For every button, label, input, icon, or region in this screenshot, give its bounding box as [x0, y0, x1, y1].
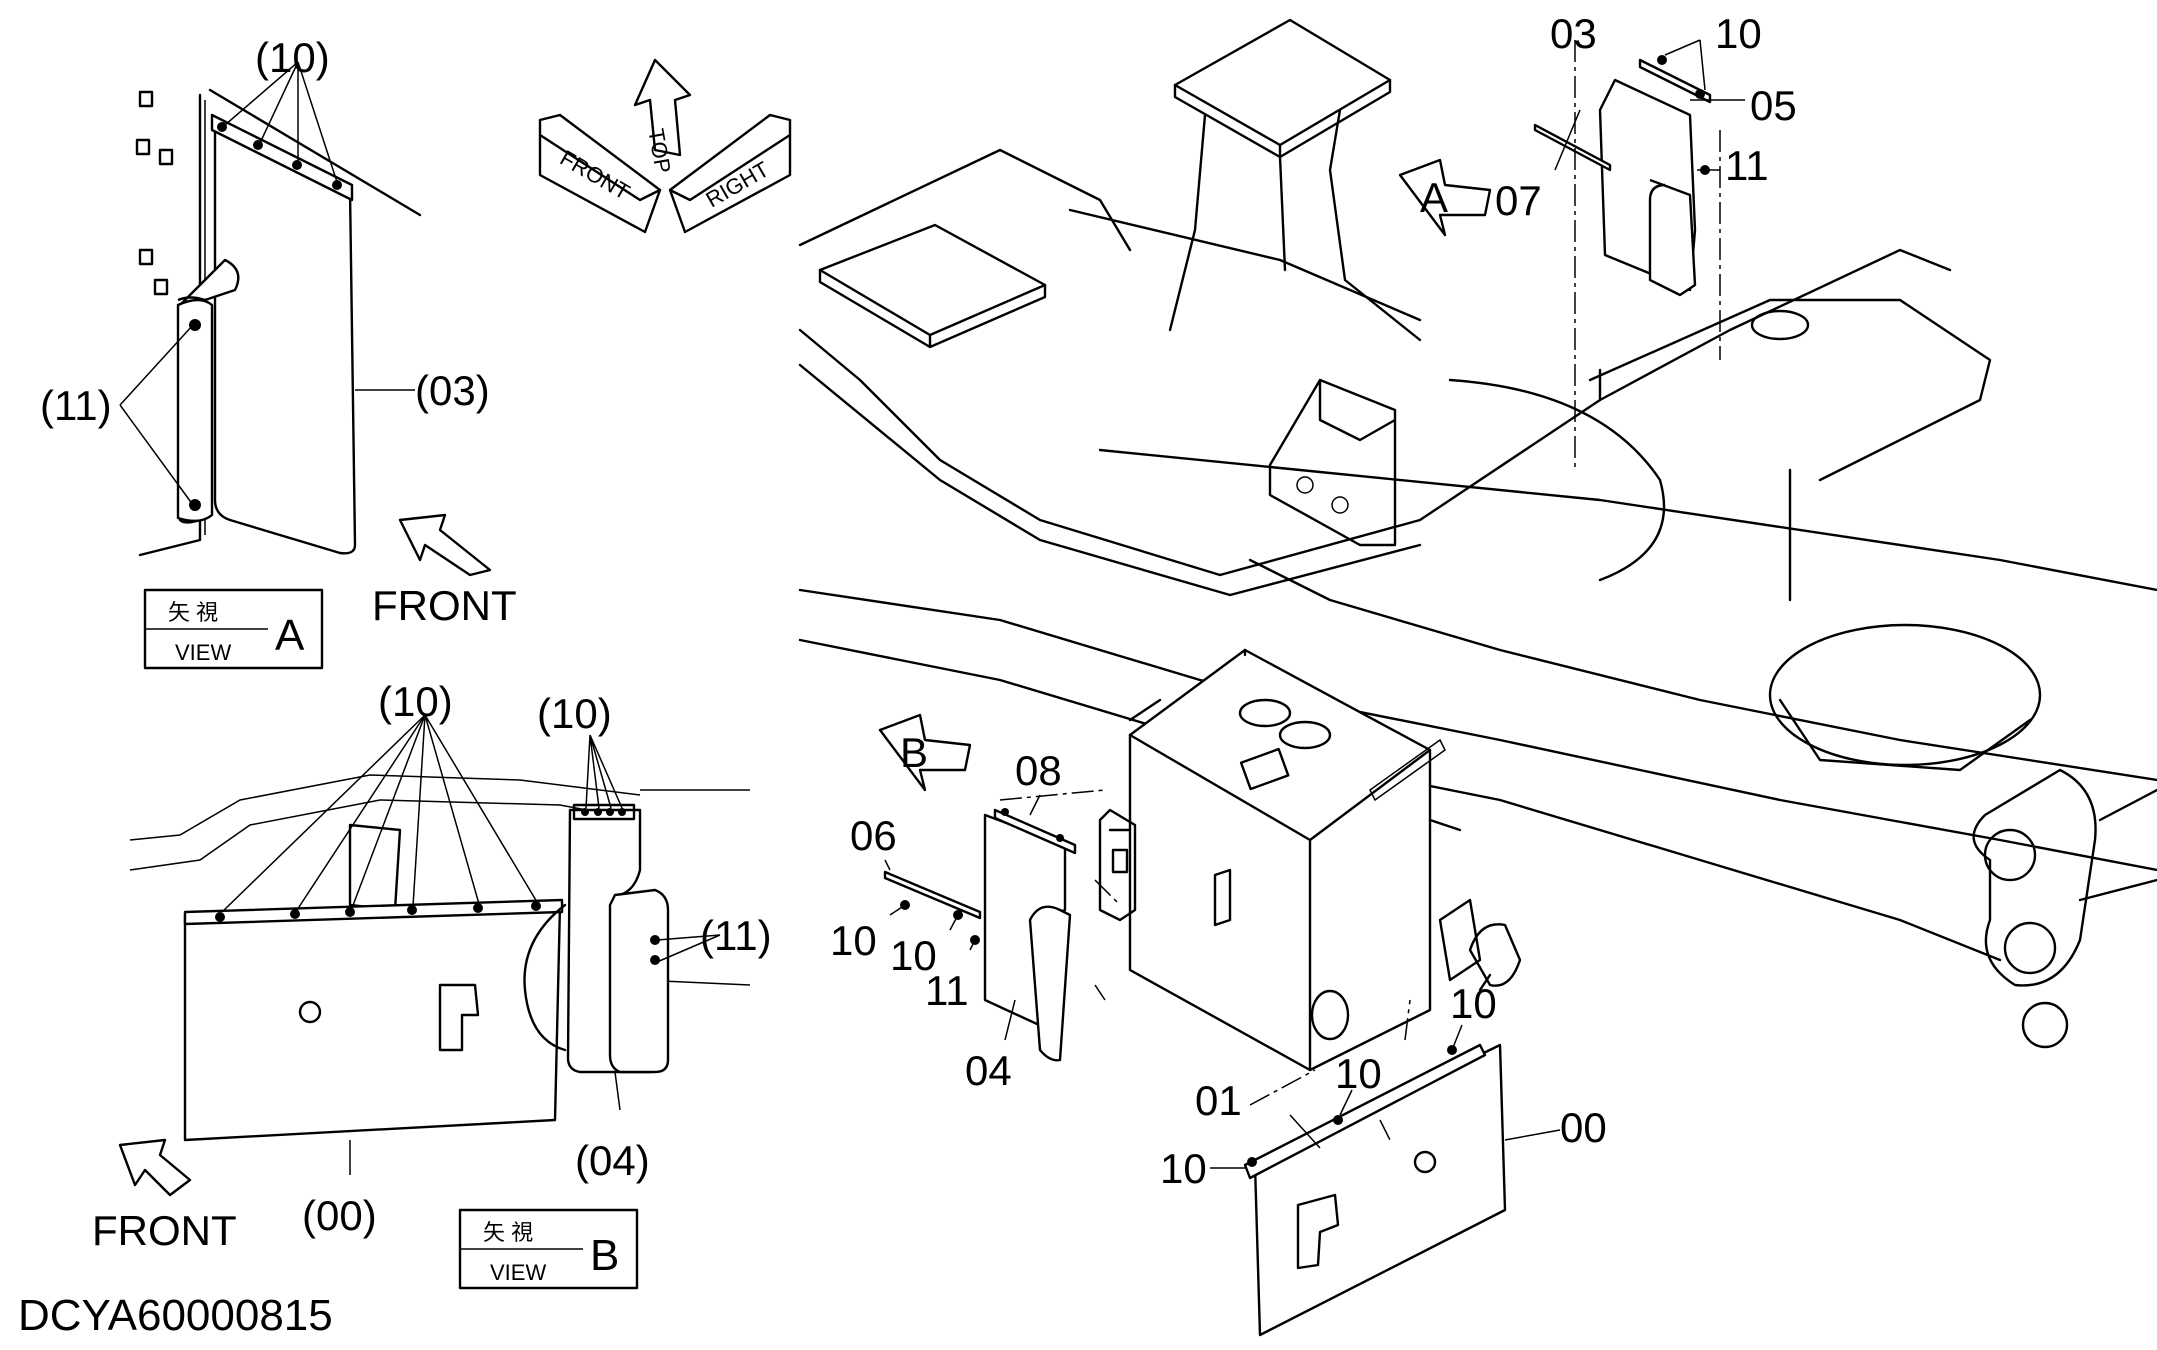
view-a-callout-03: (03): [415, 367, 490, 414]
cover-00-view-b: [183, 903, 562, 1142]
view-a-callout-10: (10): [255, 34, 330, 81]
view-b-callout-00: (00): [302, 1192, 377, 1239]
view-b-callout-10-right: (10): [537, 690, 612, 737]
svg-text:05: 05: [1750, 82, 1797, 129]
main-frame-assembly: [798, 18, 2157, 1049]
view-a-detail: (10) (11) (03): [40, 34, 490, 557]
svg-text:TOP: TOP: [643, 127, 675, 175]
svg-text:10: 10: [890, 932, 937, 979]
svg-text:00: 00: [1560, 1104, 1607, 1151]
view-b-detail: (10) (10) (11) (00) (04): [129, 678, 772, 1239]
front-label-bottom: FRONT: [92, 1207, 237, 1254]
svg-text:01: 01: [1195, 1077, 1242, 1124]
tank-box: [1108, 648, 1522, 1072]
svg-text:10: 10: [1160, 1145, 1207, 1192]
view-a-letter: A: [275, 611, 305, 660]
view-b-arrow: B: [878, 713, 972, 792]
orientation-indicator: TOP FRONT RIGHT: [538, 58, 792, 234]
svg-text:08: 08: [1015, 747, 1062, 794]
view-b-callout-04: (04): [575, 1137, 650, 1184]
main-labels: 03 10 05 07 11 08 06 10 10 11 04 10 10 0…: [830, 10, 1797, 1192]
svg-text:11: 11: [1725, 142, 1769, 189]
view-a-arrow: A: [1398, 158, 1492, 237]
svg-text:06: 06: [850, 812, 897, 859]
svg-text:10: 10: [1335, 1050, 1382, 1097]
svg-text:10: 10: [1715, 10, 1762, 57]
svg-text:03: 03: [1550, 10, 1597, 57]
view-a-callout-11: (11): [40, 382, 112, 429]
cover-03-view-a: [213, 118, 357, 555]
svg-text:矢 視: 矢 視: [483, 1220, 533, 1245]
front-arrow-bottom: FRONT: [92, 1138, 237, 1254]
view-b-arrow-letter: B: [900, 729, 928, 776]
cover-04-exploded: [883, 789, 1137, 1062]
svg-text:VIEW: VIEW: [175, 640, 231, 665]
view-b-callout-11: (11): [700, 912, 772, 959]
view-a-label-box: 矢 視 VIEW A: [143, 588, 324, 670]
front-arrow-top: FRONT: [372, 513, 517, 629]
view-b-label-box: 矢 視 VIEW B: [458, 1208, 639, 1290]
cover-03-exploded: [1533, 39, 1745, 470]
svg-text:VIEW: VIEW: [490, 1260, 546, 1285]
svg-text:10: 10: [1450, 980, 1497, 1027]
cover-00-exploded: [1210, 999, 1561, 1337]
front-label-top: FRONT: [372, 582, 517, 629]
view-b-callout-10-left: (10): [378, 678, 453, 725]
svg-text:FRONT: FRONT: [556, 145, 634, 205]
svg-text:11: 11: [925, 967, 969, 1014]
svg-text:07: 07: [1495, 177, 1542, 224]
svg-text:04: 04: [965, 1047, 1012, 1094]
svg-text:矢 視: 矢 視: [168, 600, 218, 625]
view-b-letter: B: [590, 1231, 619, 1280]
svg-text:10: 10: [830, 917, 877, 964]
view-a-arrow-letter: A: [1420, 174, 1448, 221]
drawing-code: DCYA60000815: [18, 1291, 333, 1340]
